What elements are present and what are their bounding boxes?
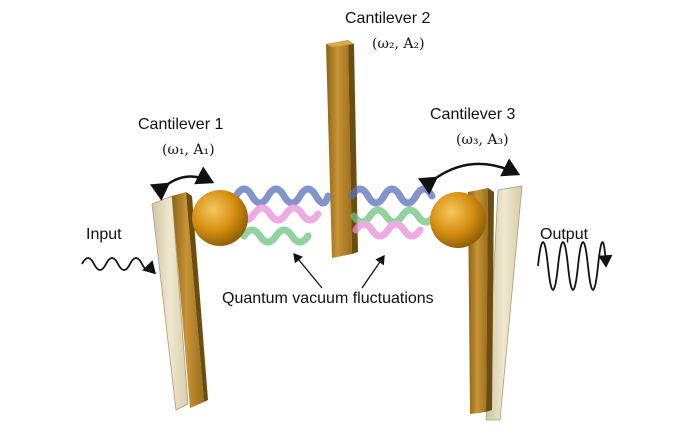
wave-pink-right [352, 220, 424, 240]
cantilever-1 [172, 192, 208, 408]
cantilever-1-motion-arrow [149, 166, 215, 201]
cantilever-1-params: (ω₁, A₁) [162, 142, 215, 158]
cantilever-1-label: Cantilever 1 [138, 116, 224, 133]
sphere-left [192, 190, 248, 246]
output-waveform [537, 241, 613, 291]
sphere-right [430, 192, 486, 248]
fluctuations-label: Quantum vacuum fluctuations [222, 290, 434, 307]
wave-blue-left [232, 185, 332, 207]
cantilever-2 [326, 40, 358, 258]
input-label: Input [86, 226, 122, 243]
input-waveform [81, 257, 156, 275]
output-label: Output [540, 226, 589, 243]
wave-green-left [240, 226, 312, 246]
cantilever-3 [468, 188, 494, 414]
cantilever-2-label: Cantilever 2 [345, 10, 431, 27]
wave-blue-right [348, 185, 436, 207]
fluctuation-pointer-right [361, 254, 385, 289]
fluctuation-pointer-left [293, 252, 323, 289]
cantilever-3-motion-arrow [417, 158, 521, 195]
wave-pink-left [234, 204, 322, 224]
vacuum-waves [232, 185, 438, 246]
cantilever-2-params: (ω₂, A₂) [372, 36, 425, 52]
cantilever-3-label: Cantilever 3 [430, 106, 516, 123]
cantilever-3-params: (ω₃, A₃) [456, 132, 509, 148]
wave-green-right [350, 206, 438, 226]
